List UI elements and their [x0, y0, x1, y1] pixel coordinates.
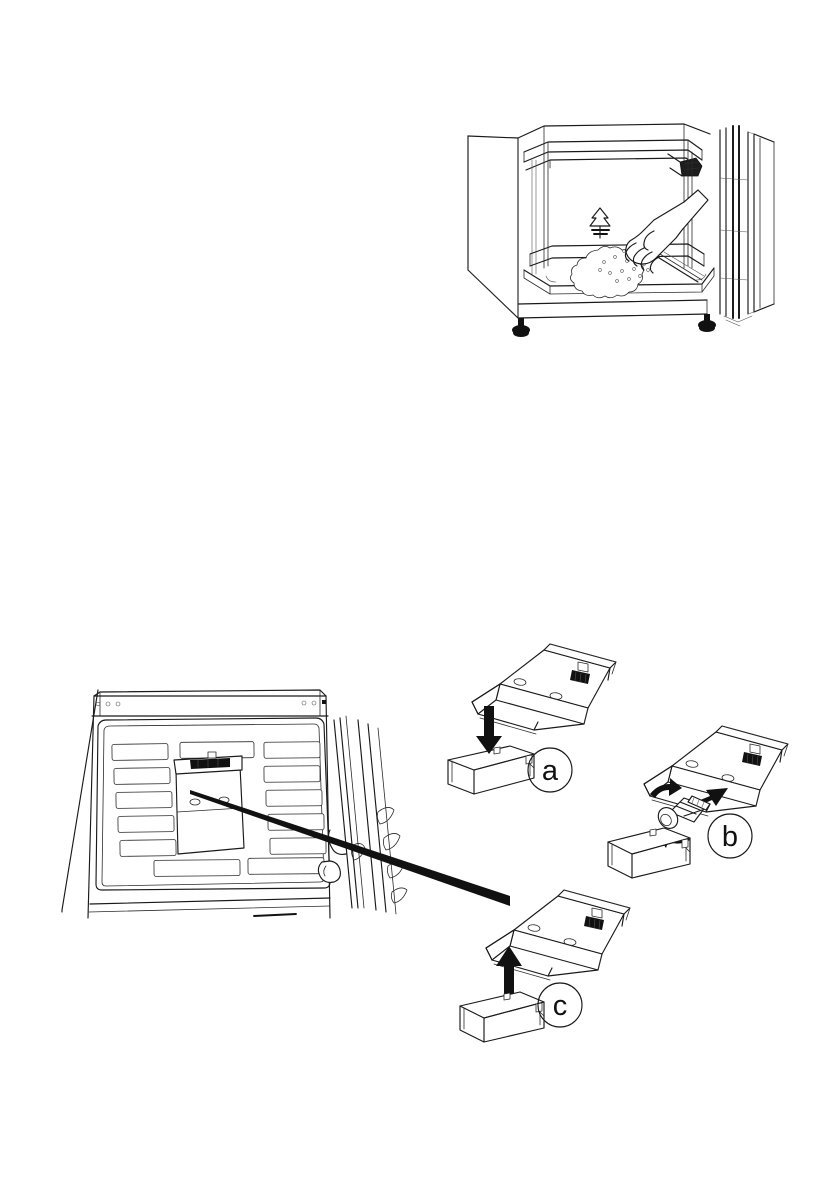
step-c-label: c	[553, 990, 568, 1022]
figure-step-b-connect-fitting: b	[598, 718, 793, 903]
figure-step-a-remove-cover: a	[438, 632, 628, 817]
figure-rear-panel-vent-grille	[58, 660, 518, 1020]
figure-step-c-refit-cover: c	[458, 888, 648, 1053]
step-a-label: a	[542, 755, 559, 787]
step-b-label: b	[722, 821, 738, 853]
figure-cabinet-interior-cleaning	[452, 118, 792, 358]
